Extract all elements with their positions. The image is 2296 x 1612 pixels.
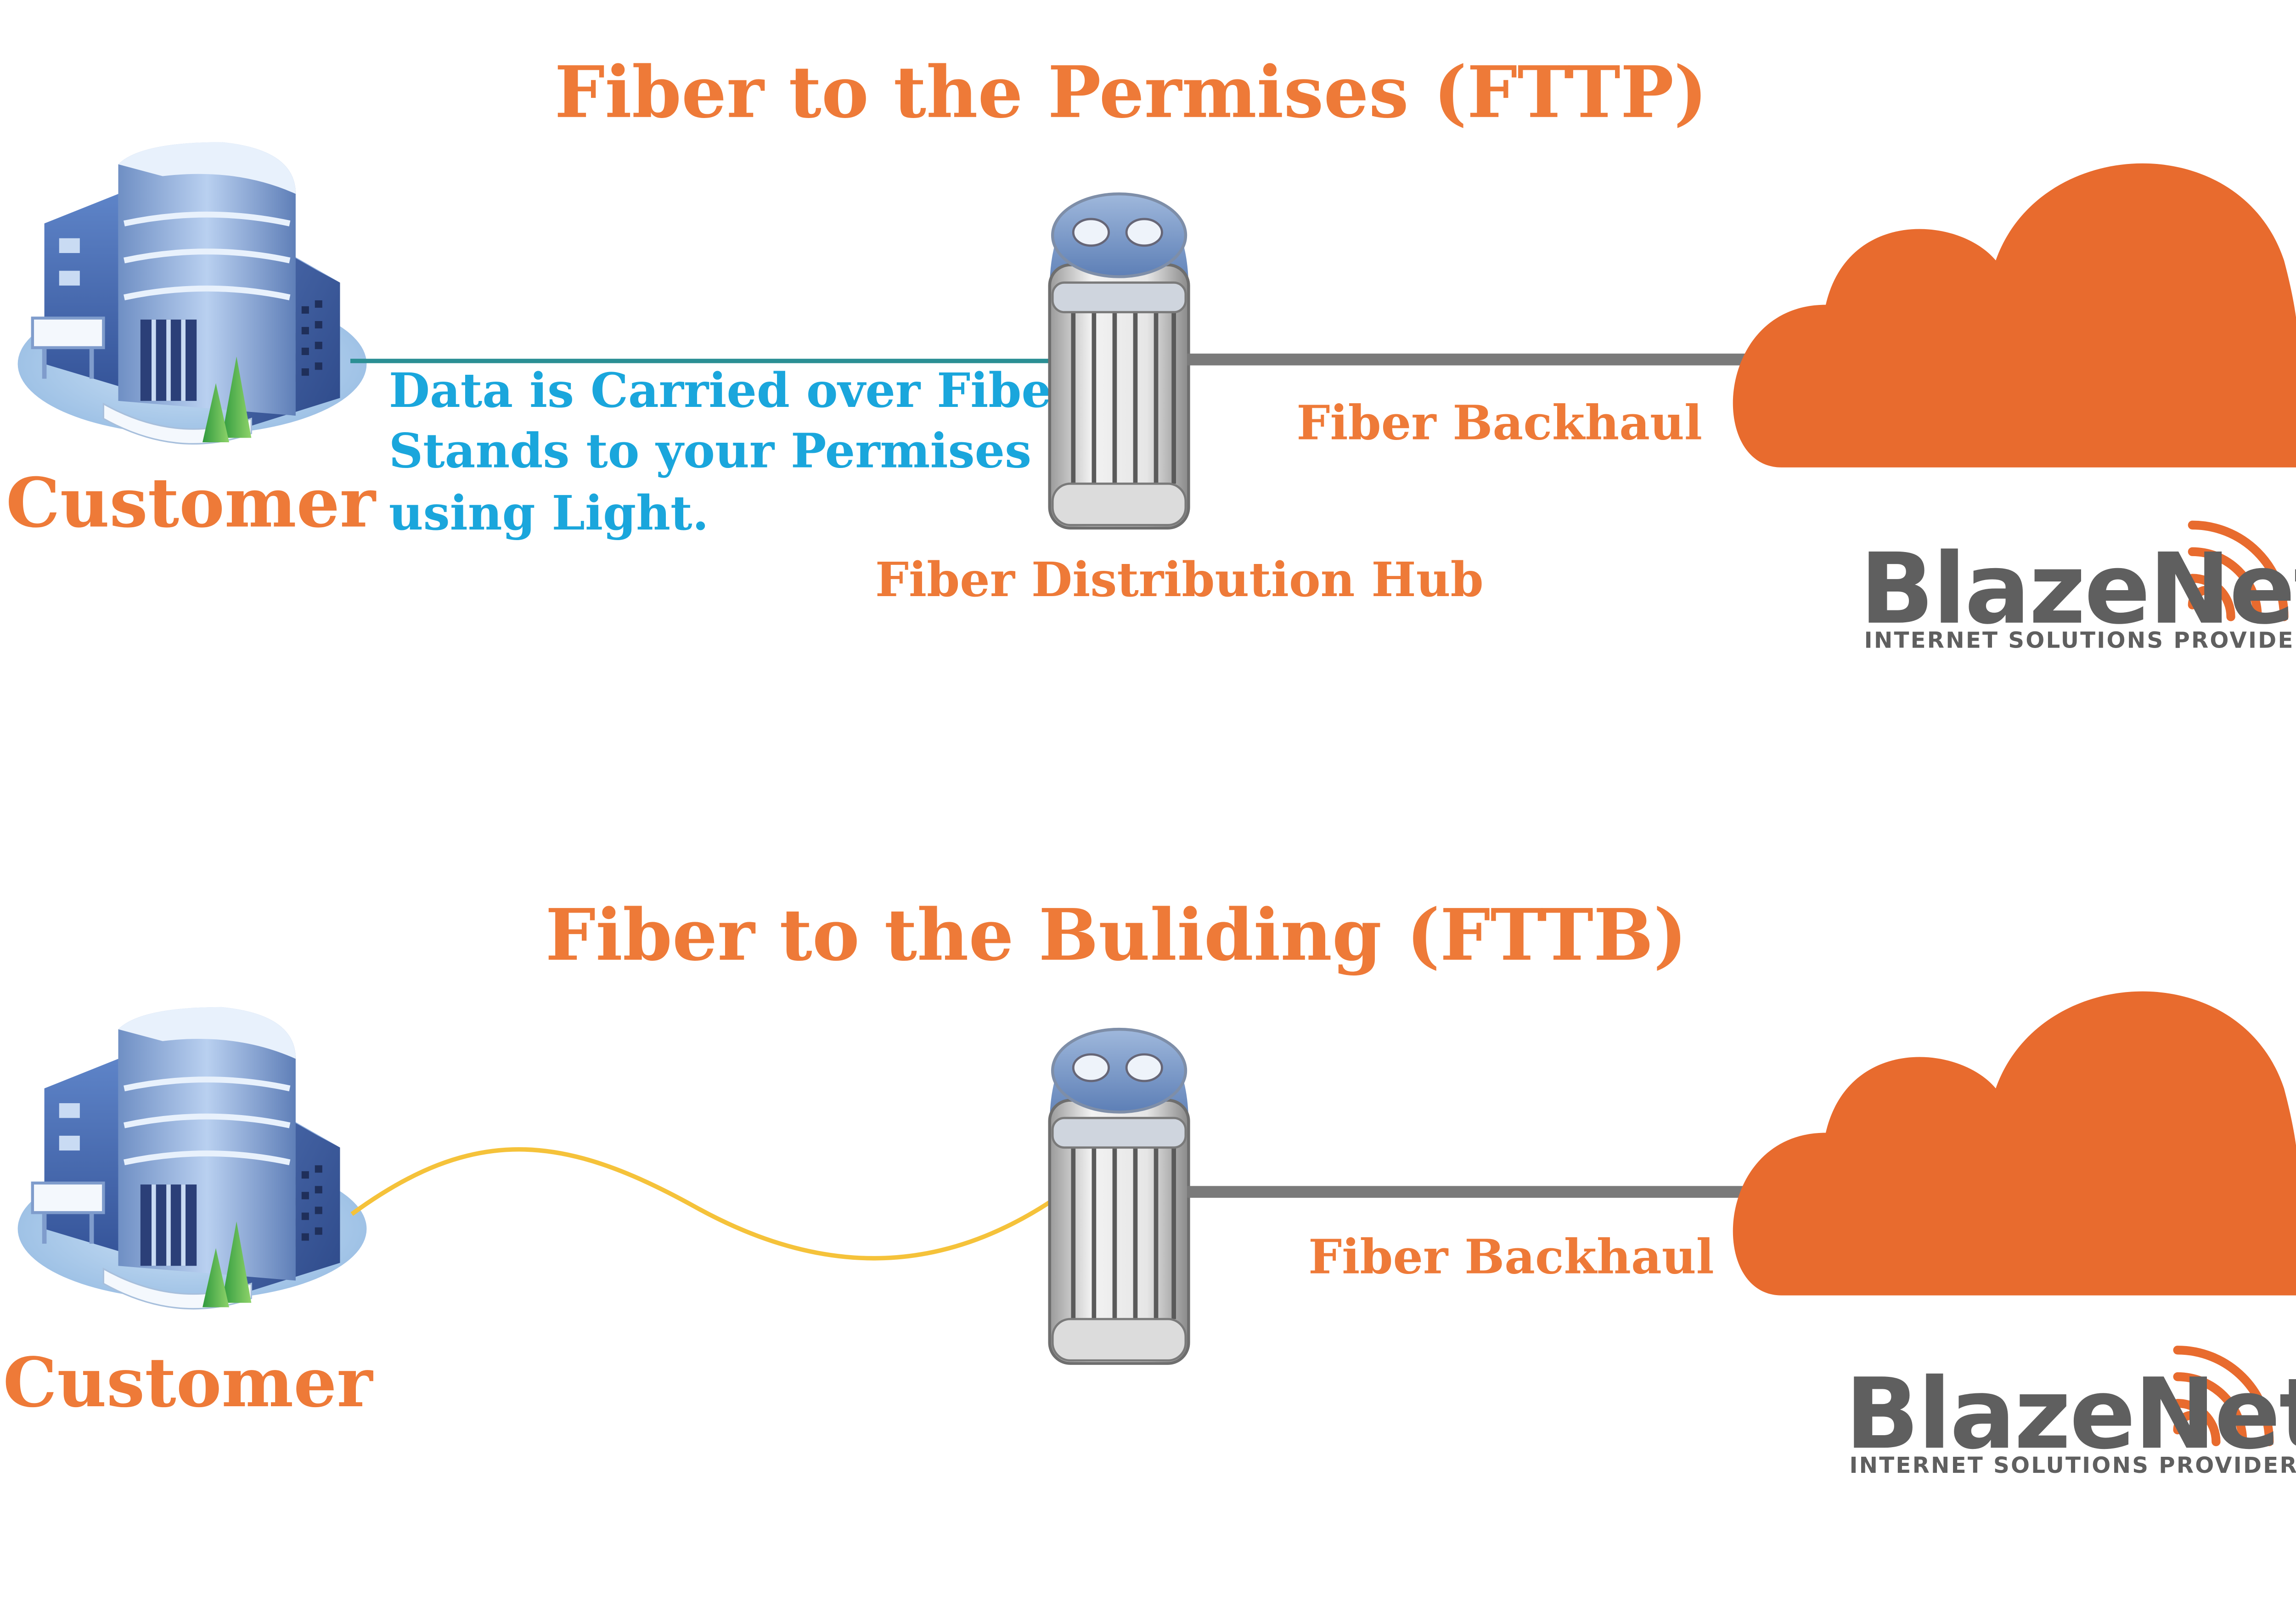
logo-name-blaze: Blaze	[1845, 1358, 2134, 1471]
fttp-customer-label: Customer	[6, 463, 377, 543]
distribution-hub-icon	[1050, 1029, 1189, 1364]
fttp-title: Fiber to the Permises (FTTP)	[555, 51, 1708, 134]
logo-name-net: Net	[2134, 1358, 2296, 1471]
svg-text:BlazeNet: BlazeNet	[1860, 533, 2296, 646]
fttb-backhaul-label: Fiber Backhaul	[1308, 1229, 1714, 1285]
fttp-caption-line-1: Data is Carried over Fiber	[389, 363, 1077, 418]
logo-tagline: INTERNET SOLUTIONS PROVIDER	[1864, 628, 2296, 654]
blazenet-logo: BlazeNet INTERNET SOLUTIONS PROVIDER	[1845, 1346, 2296, 1478]
fttp-hub-label: Fiber Distribution Hub	[875, 552, 1484, 608]
fttp-backhaul-label: Fiber Backhaul	[1296, 395, 1702, 451]
building-icon	[18, 142, 367, 444]
logo-name-net: Net	[2149, 533, 2296, 646]
cloud-icon	[1733, 163, 2296, 468]
svg-text:BlazeNet: BlazeNet	[1845, 1358, 2296, 1471]
logo-name-blaze: Blaze	[1860, 533, 2149, 646]
fttb-customer-label: Customer	[3, 1342, 373, 1422]
cloud-icon	[1733, 991, 2296, 1296]
fttp-caption-line-3: using Light.	[389, 485, 709, 541]
fttp-caption: Data is Carried over Fiber Stands to you…	[389, 363, 1093, 541]
fttb-title: Fiber to the Buliding (FTTB)	[546, 894, 1687, 977]
fttp-caption-line-2: Stands to your Permises	[389, 423, 1031, 479]
building-icon	[18, 1007, 367, 1309]
fttb-access-fiber	[350, 1147, 1060, 1261]
logo-tagline: INTERNET SOLUTIONS PROVIDER	[1849, 1453, 2296, 1478]
distribution-hub-icon	[1050, 194, 1189, 528]
blazenet-logo: BlazeNet INTERNET SOLUTIONS PROVIDER	[1860, 520, 2296, 654]
